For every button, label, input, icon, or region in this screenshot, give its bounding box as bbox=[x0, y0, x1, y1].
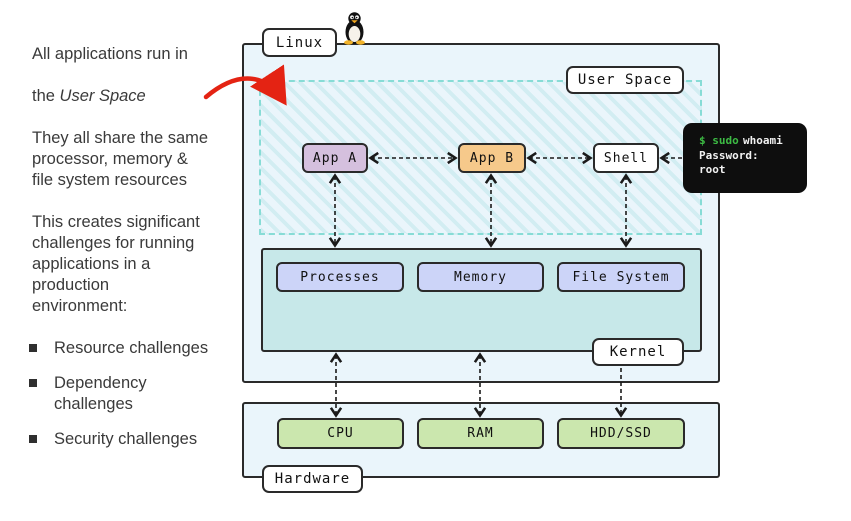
processes-box: Processes bbox=[276, 262, 404, 292]
terminal-line-command: $ sudo whoami bbox=[699, 134, 799, 149]
tux-penguin-icon bbox=[344, 12, 365, 45]
note-line: All applications run in bbox=[32, 45, 188, 63]
bullet-text: Security challenges bbox=[54, 430, 198, 448]
notes-column: All applications run in the User Space T… bbox=[29, 44, 240, 464]
user-space-emphasis: User Space bbox=[59, 87, 146, 105]
kernel-label: Kernel bbox=[592, 338, 684, 366]
linux-label: Linux bbox=[262, 28, 337, 57]
note-line: the bbox=[32, 87, 60, 105]
challenges-list: Resource challenges Dependency challenge… bbox=[29, 338, 240, 450]
ram-box: RAM bbox=[417, 418, 544, 449]
terminal-command: whoami bbox=[743, 134, 783, 147]
list-item: Dependency challenges bbox=[29, 373, 240, 415]
list-item: Security challenges bbox=[29, 429, 240, 450]
hdd-ssd-box: HDD/SSD bbox=[557, 418, 685, 449]
note-paragraph-shared-resources: They all share the same processor, memor… bbox=[32, 129, 209, 189]
bullet-text: Dependency challenges bbox=[54, 374, 147, 413]
bullet-text: Resource challenges bbox=[54, 339, 209, 357]
shell-box: Shell bbox=[593, 143, 659, 173]
bullet-square-icon bbox=[29, 379, 37, 387]
hardware-label: Hardware bbox=[262, 465, 363, 493]
terminal-window: $ sudo whoami Password: root bbox=[683, 123, 807, 193]
app-a-box: App A bbox=[302, 143, 368, 173]
cpu-box: CPU bbox=[277, 418, 404, 449]
user-space-label: User Space bbox=[566, 66, 684, 94]
terminal-prompt: $ sudo bbox=[699, 134, 739, 147]
app-b-box: App B bbox=[458, 143, 526, 173]
bullet-square-icon bbox=[29, 435, 37, 443]
terminal-line-output: root bbox=[699, 163, 726, 176]
note-paragraph-challenges: This creates significant challenges for … bbox=[32, 213, 200, 315]
memory-box: Memory bbox=[417, 262, 544, 292]
list-item: Resource challenges bbox=[29, 338, 240, 359]
note-paragraph-user-space: All applications run in the User Space bbox=[32, 44, 240, 107]
terminal-line-password: Password: bbox=[699, 148, 759, 162]
bullet-square-icon bbox=[29, 344, 37, 352]
file-system-box: File System bbox=[557, 262, 685, 292]
